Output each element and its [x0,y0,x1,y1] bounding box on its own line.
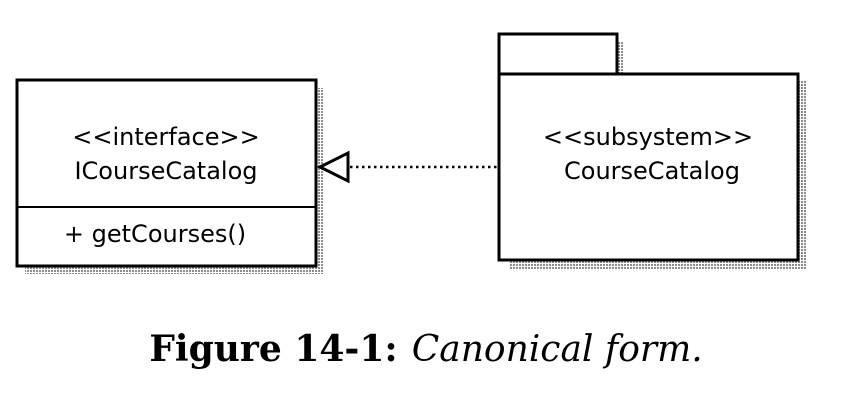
caption-label: Figure 14-1: [149,328,398,370]
realization-arrowhead [316,150,350,184]
interface-class-box: <<interface>> ICourseCatalog + getCourse… [15,78,324,274]
subsystem-package: <<subsystem>> CourseCatalog [497,32,806,270]
figure-caption: Figure 14-1: Canonical form. [0,328,852,370]
package-body [497,72,800,262]
subsystem-name: CourseCatalog [564,157,740,185]
interface-name: ICourseCatalog [74,157,257,185]
realization-connector [316,150,498,184]
caption-text: Canonical form. [411,329,703,370]
package-tab [497,32,619,76]
interface-operation: + getCourses() [64,220,246,248]
interface-class-border [15,78,318,268]
subsystem-stereotype: <<subsystem>> [543,123,753,151]
interface-stereotype: <<interface>> [72,123,259,151]
